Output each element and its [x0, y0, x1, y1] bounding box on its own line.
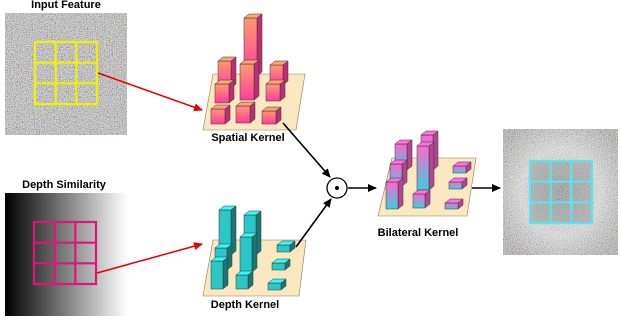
bilateral-bar: [416, 141, 435, 191]
spatial-bar: [210, 104, 231, 125]
bilateral-bar: [452, 161, 472, 174]
bilateral-kernel-bars: [385, 130, 472, 210]
input-feature-label: Input Feature: [31, 0, 101, 11]
operator-dot: [335, 186, 339, 190]
spatial-bar: [265, 79, 286, 102]
input-noise-image: [5, 13, 127, 135]
depth-bar: [271, 258, 291, 271]
spatial-bar: [235, 101, 256, 124]
input-grid: [33, 40, 99, 106]
arrow-spatial-to-operator: [282, 122, 331, 178]
depth-kernel-label: Depth Kernel: [211, 299, 279, 311]
bilateral-bar: [385, 177, 404, 210]
bilateral-bar: [448, 177, 468, 190]
arrow-depth-to-depthkernel: [96, 242, 203, 274]
depth-kernel: Depth Kernel: [202, 205, 307, 311]
bilateral-kernel: Bilateral Kernel: [377, 130, 477, 239]
operator-symbol: ⊙: [337, 211, 338, 213]
depth-kernel-bars: [210, 205, 296, 291]
depth-gradient-image: [5, 193, 127, 316]
depth-bar: [235, 270, 254, 290]
depth-similarity-label: Depth Similarity: [22, 179, 107, 191]
output-smooth-overlay: [503, 129, 618, 255]
depth-bar: [267, 278, 287, 291]
hadamard-operator: [326, 177, 348, 199]
depth-similarity-panel: Depth Similarity: [5, 179, 127, 316]
depth-bar: [239, 232, 258, 273]
depth-bar: [210, 256, 229, 290]
input-feature-panel: Input Feature: [5, 0, 127, 135]
bilateral-kernel-label: Bilateral Kernel: [378, 227, 459, 239]
output-feature-panel: [503, 129, 618, 255]
output-grid: [528, 159, 594, 225]
depth-grid: [32, 220, 98, 286]
spatial-kernel: Spatial Kernel: [202, 13, 306, 144]
spatial-bar: [239, 59, 260, 101]
arrow-input-to-spatial: [97, 72, 203, 112]
spatial-bar: [214, 79, 235, 104]
bilateral-bar: [412, 189, 431, 209]
bilateral-bar: [444, 198, 464, 210]
output-center-region: [530, 161, 592, 223]
spatial-bar: [261, 106, 282, 125]
spatial-kernel-label: Spatial Kernel: [211, 132, 284, 144]
depth-bar: [276, 240, 296, 253]
spatial-kernel-bars: [210, 13, 289, 125]
arrow-depth-to-operator: [295, 198, 332, 248]
